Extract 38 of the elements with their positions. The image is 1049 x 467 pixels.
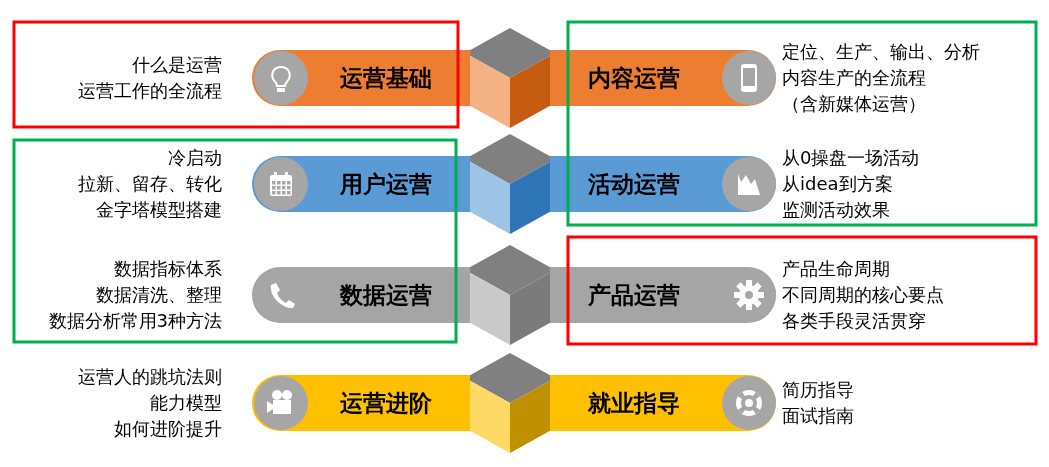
category-title: 内容运营	[588, 63, 680, 93]
label-bar	[550, 375, 776, 431]
description-text: 内容生产的全流程	[782, 66, 926, 90]
category-title: 用户运营	[340, 169, 432, 199]
description-text: 运营工作的全流程	[78, 79, 222, 103]
description-text: 不同周期的核心要点	[782, 283, 944, 307]
category-title: 运营进阶	[340, 388, 432, 418]
category-title: 就业指导	[588, 388, 680, 418]
description-text: 运营人的跳坑法则	[78, 365, 222, 389]
label-bar	[252, 50, 470, 106]
description-text: 金字塔模型搭建	[96, 198, 222, 222]
label-bar	[252, 156, 470, 212]
description-text: 拉新、留存、转化	[78, 172, 222, 196]
description-text: 简历指导	[782, 378, 854, 402]
description-text: 数据清洗、整理	[96, 283, 222, 307]
description-text: 监测活动效果	[782, 198, 890, 222]
description-text: 各类手段灵活贯穿	[782, 309, 926, 333]
description-text: 能力模型	[150, 391, 222, 415]
description-text: 产品生命周期	[782, 257, 890, 281]
label-bar	[252, 267, 470, 323]
label-bar	[550, 156, 776, 212]
description-text: 面试指南	[782, 404, 854, 428]
description-text: 如何进阶提升	[114, 417, 222, 441]
description-text: 从0操盘一场活动	[782, 146, 920, 170]
description-text: 从idea到方案	[782, 172, 893, 196]
description-text: 数据分析常用3种方法	[48, 309, 222, 333]
label-bar	[550, 267, 776, 323]
description-text: 什么是运营	[132, 53, 222, 77]
category-title: 活动运营	[588, 169, 680, 199]
description-text: 定位、生产、输出、分析	[782, 40, 980, 64]
label-bar	[550, 50, 776, 106]
description-text: （含新媒体运营）	[782, 92, 926, 116]
category-title: 数据运营	[340, 280, 432, 310]
category-title: 产品运营	[588, 280, 680, 310]
description-text: 冷启动	[168, 146, 222, 170]
category-title: 运营基础	[340, 63, 432, 93]
description-text: 数据指标体系	[114, 257, 222, 281]
label-bar	[252, 375, 470, 431]
